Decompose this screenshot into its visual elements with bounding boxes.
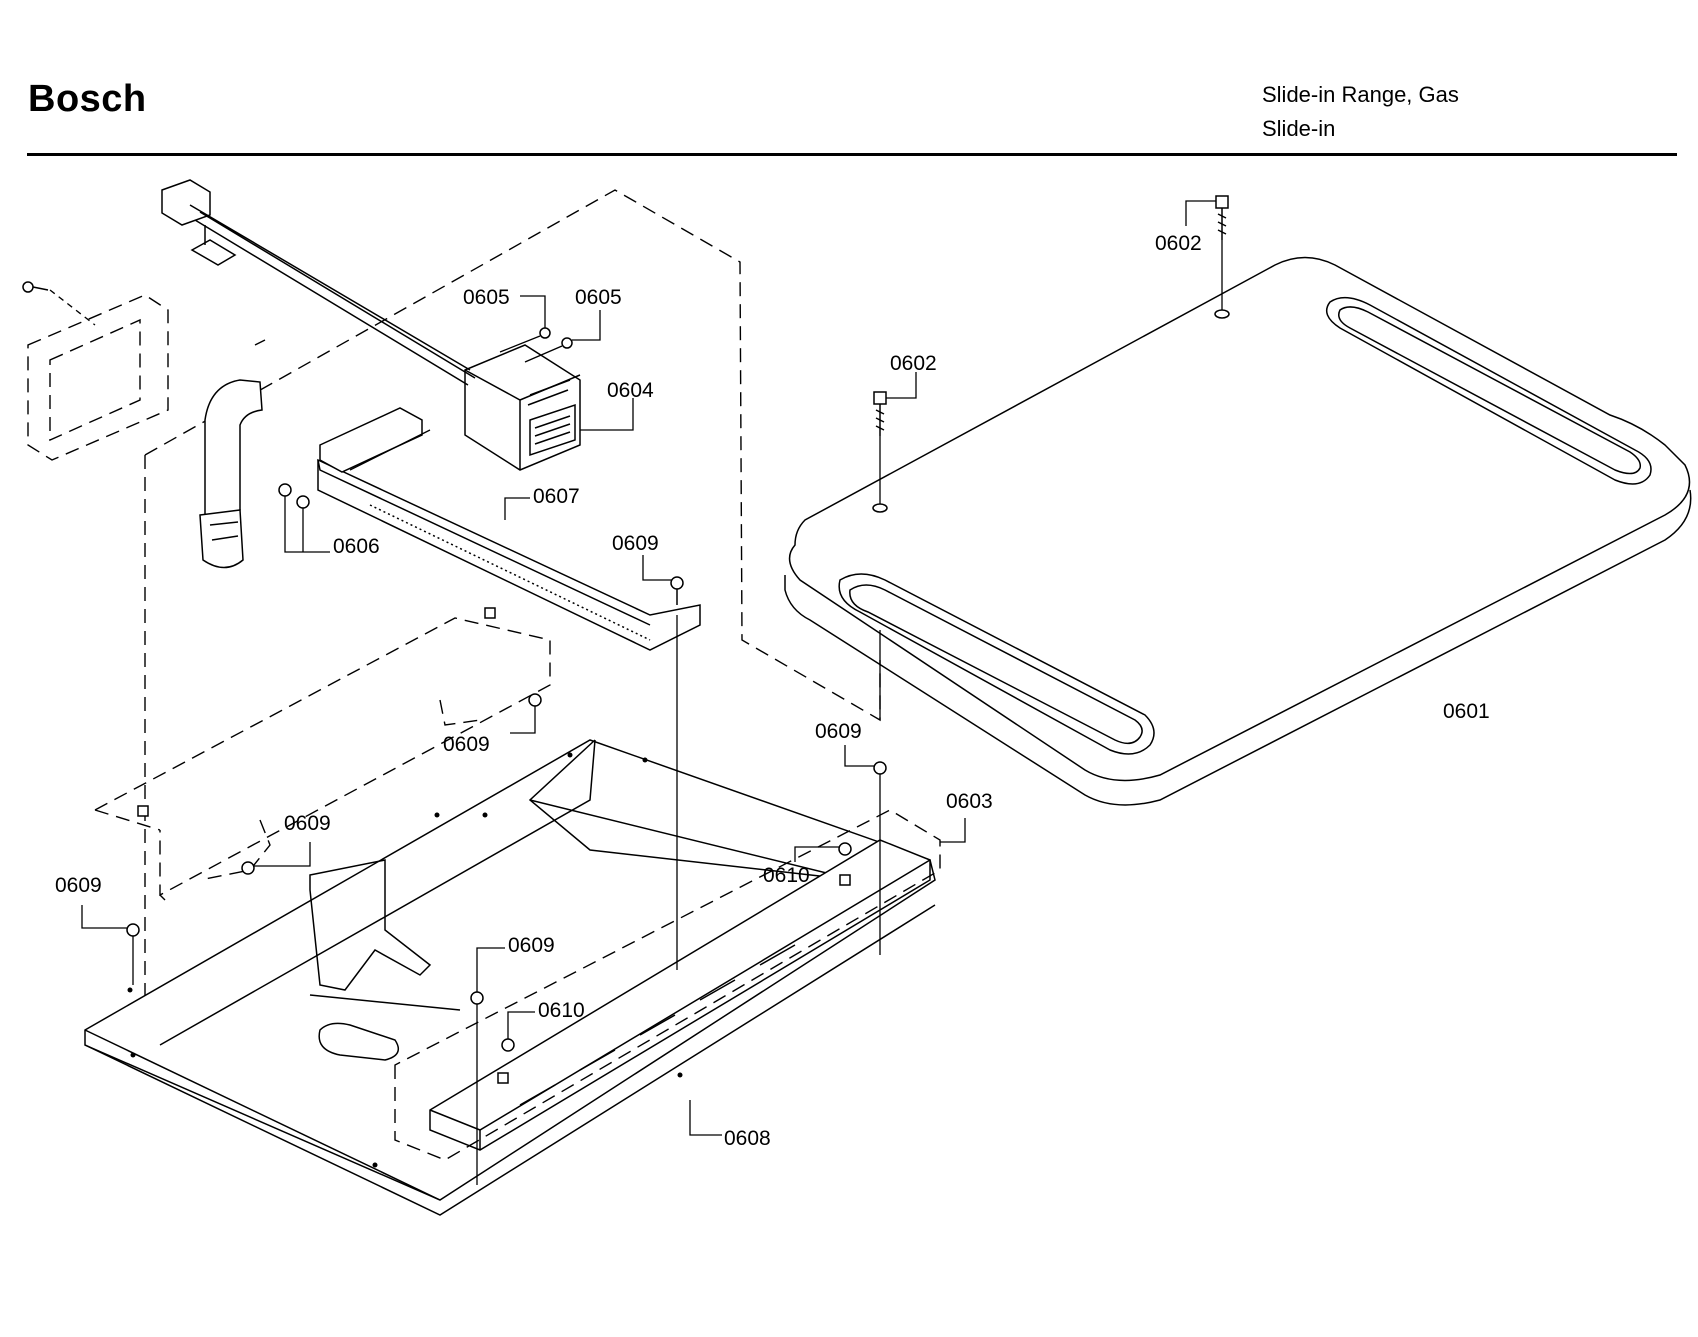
callout-0609-f: 0609 — [815, 720, 862, 743]
part-0605-screws[interactable] — [499, 295, 601, 363]
callout-0609-c: 0609 — [284, 812, 331, 835]
callout-0601: 0601 — [1443, 700, 1490, 723]
part-0602-screw-b[interactable] — [873, 372, 917, 504]
callout-0610-a: 0610 — [763, 864, 810, 887]
part-0609-screw-f[interactable] — [844, 745, 887, 955]
part-0610-screw-a[interactable] — [794, 842, 852, 862]
callout-0608: 0608 — [724, 1127, 771, 1150]
callout-0602-b: 0602 — [890, 352, 937, 375]
burner-tube[interactable] — [199, 379, 263, 569]
part-0601-top-panel[interactable] — [784, 256, 1692, 806]
callout-0602-a: 0602 — [1155, 232, 1202, 255]
wiring-harness — [161, 179, 476, 386]
product-subtype: Slide-in — [1262, 116, 1336, 141]
brand-name: Bosch — [28, 78, 147, 120]
callout-0605-b: 0605 — [575, 286, 622, 309]
part-0602-screw-a[interactable] — [1185, 195, 1229, 310]
bracket-left — [22, 281, 169, 461]
callout-0607: 0607 — [533, 485, 580, 508]
callout-0609-b: 0609 — [443, 733, 490, 756]
part-0608-bottom-tray[interactable] — [84, 739, 936, 1216]
callout-0609-d: 0609 — [55, 874, 102, 897]
callout-0605-a: 0605 — [463, 286, 510, 309]
part-0603-cross-member[interactable] — [394, 809, 966, 1161]
callout-0609-a: 0609 — [612, 532, 659, 555]
part-0609-screw-b[interactable] — [510, 693, 542, 734]
callout-0609-e: 0609 — [508, 934, 555, 957]
product-type: Slide-in Range, Gas — [1262, 82, 1459, 107]
callout-0604: 0604 — [607, 379, 654, 402]
callout-0606: 0606 — [333, 535, 380, 558]
part-0609-screw-e[interactable] — [470, 947, 505, 1185]
callout-0610-b: 0610 — [538, 999, 585, 1022]
part-0606-nuts[interactable] — [278, 483, 330, 553]
heat-shield-dashed — [94, 607, 551, 901]
assembly-dashed-outline — [144, 189, 881, 1010]
callout-0603: 0603 — [946, 790, 993, 813]
part-0609-screw-c[interactable] — [241, 842, 311, 875]
part-0610-screw-b[interactable] — [501, 1011, 535, 1052]
header-rule — [27, 153, 1677, 156]
part-0609-screw-a[interactable] — [642, 555, 684, 970]
part-0607-burner-bracket[interactable] — [317, 407, 701, 651]
part-0609-screw-d[interactable] — [81, 905, 140, 985]
part-0604-valve-block[interactable] — [464, 344, 634, 471]
